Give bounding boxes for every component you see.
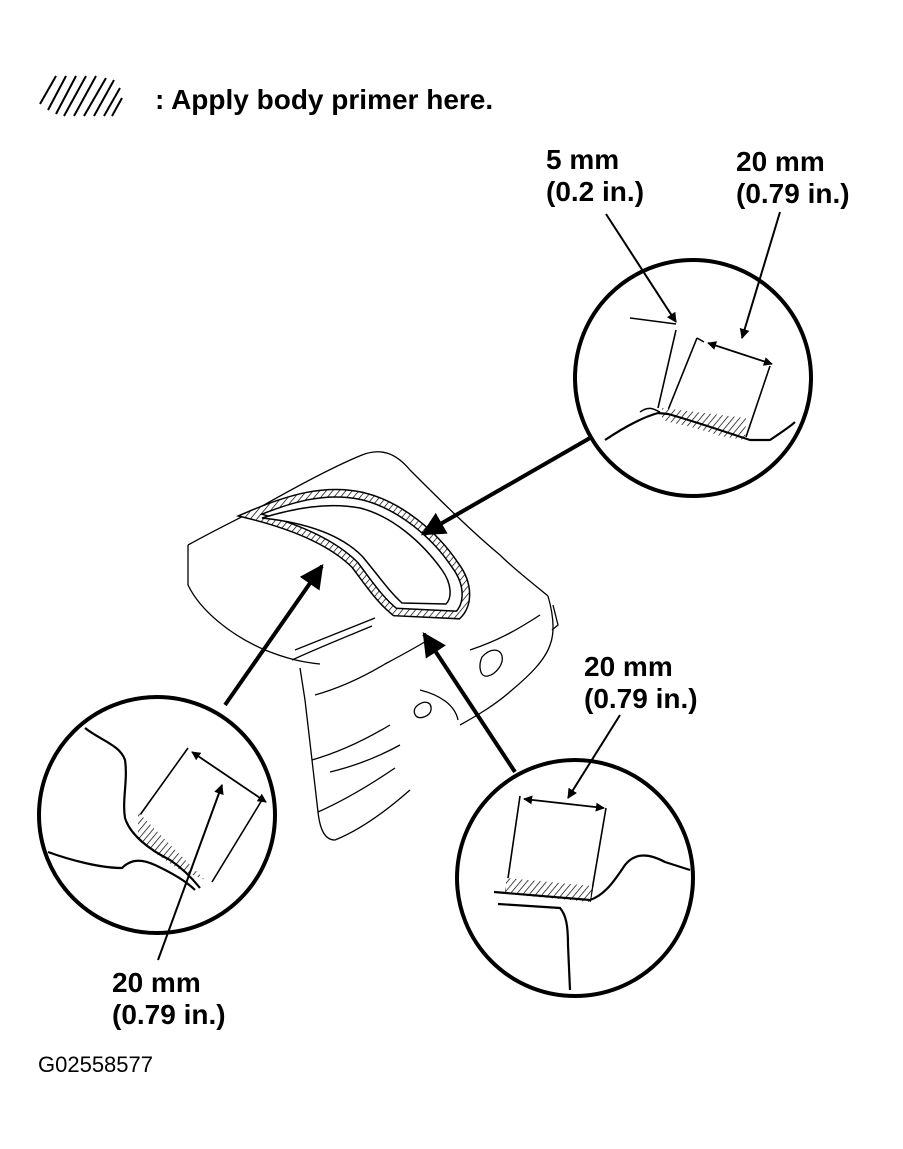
detail-circle-right	[455, 714, 695, 998]
detail-circle-left	[37, 695, 277, 961]
pointer-arrows	[223, 436, 591, 774]
figure-code: G02558577	[38, 1052, 153, 1077]
callout-top-right-in: (0.79 in.)	[736, 178, 850, 209]
callout-top-right-mm: 20 mm	[736, 146, 825, 177]
callout-bottom-right-mm: 20 mm	[584, 651, 673, 682]
legend-text: : Apply body primer here.	[155, 84, 494, 115]
rear-window-frame	[235, 488, 471, 620]
callout-top-left-in: (0.2 in.)	[546, 176, 645, 207]
callout-bottom-left-in: (0.79 in.)	[112, 999, 226, 1030]
hatch-swatch-icon	[39, 75, 123, 117]
callout-top-left-mm: 5 mm	[546, 144, 620, 175]
detail-circle-top	[573, 211, 813, 498]
car-body	[187, 451, 559, 841]
callout-bottom-left-mm: 20 mm	[112, 967, 201, 998]
callout-bottom-right-in: (0.79 in.)	[584, 683, 698, 714]
